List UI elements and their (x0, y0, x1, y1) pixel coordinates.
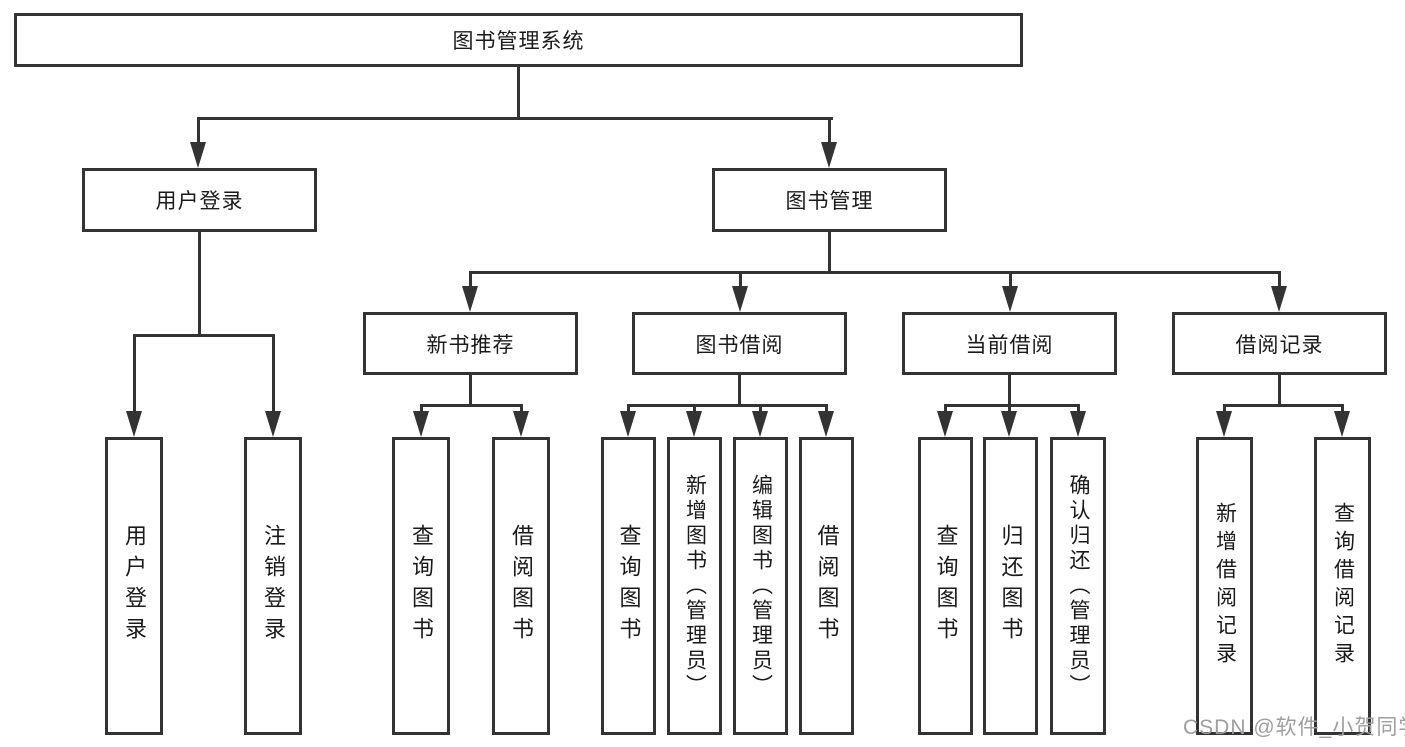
leaf-bb-add-book: 新增图书（管理员） (667, 437, 722, 735)
leaf-label: 新增图书（管理员） (683, 473, 707, 699)
arrow-down-icon (818, 411, 834, 437)
node-label: 图书管理系统 (452, 30, 585, 53)
leaf-br-query-record: 查询借阅记录 (1314, 437, 1371, 735)
connector-line (739, 271, 742, 289)
node-book-management: 图书管理 (712, 168, 947, 232)
arrow-down-icon (190, 142, 206, 168)
leaf-cb-confirm-return: 确认归还（管理员） (1050, 437, 1106, 735)
leaf-label: 归还图书 (998, 524, 1024, 648)
arrow-down-icon (1001, 411, 1017, 437)
leaf-bb-edit-book: 编辑图书（管理员） (733, 437, 788, 735)
node-label: 新书推荐 (426, 333, 515, 357)
leaf-label: 借阅图书 (509, 524, 534, 648)
connector-line (469, 374, 472, 407)
leaf-logout: 注销登录 (244, 437, 302, 735)
leaf-label: 查询借阅记录 (1331, 502, 1355, 670)
node-label: 用户登录 (155, 190, 244, 213)
arrow-down-icon (265, 411, 281, 437)
csdn-watermark: CSDN @软件_小贺同学 (1183, 716, 1405, 739)
leaf-bb-query-book: 查询图书 (601, 437, 656, 735)
connector-line (627, 404, 630, 414)
connector-line (828, 117, 831, 147)
connector-line (627, 404, 828, 407)
leaf-user-login: 用户登录 (105, 437, 163, 735)
connector-line (469, 271, 472, 289)
leaf-label: 查询图书 (409, 524, 434, 648)
leaf-label: 编辑图书（管理员） (749, 473, 773, 699)
leaf-label: 注销登录 (261, 524, 286, 648)
connector-line (1077, 404, 1080, 414)
leaf-nb-query-book: 查询图书 (392, 437, 450, 735)
arrow-down-icon (413, 411, 429, 437)
leaf-cb-query-book: 查询图书 (918, 437, 973, 735)
leaf-label: 查询图书 (933, 524, 959, 648)
leaf-cb-return-book: 归还图书 (983, 437, 1038, 735)
connector-line (944, 404, 947, 414)
arrow-down-icon (1002, 286, 1018, 312)
connector-line (1009, 271, 1012, 289)
connector-line (272, 334, 275, 414)
connector-line (825, 404, 828, 414)
connector-line (738, 374, 741, 407)
arrow-down-icon (1271, 286, 1287, 312)
leaf-br-add-record: 新增借阅记录 (1196, 437, 1253, 735)
connector-line (1278, 271, 1281, 289)
connector-line (420, 404, 523, 407)
connector-line (944, 404, 1080, 407)
leaf-label: 用户登录 (122, 524, 147, 648)
connector-line (517, 66, 520, 119)
arrow-down-icon (126, 411, 142, 437)
arrow-down-icon (686, 411, 702, 437)
connector-line (197, 117, 833, 120)
node-new-book-recommend: 新书推荐 (363, 312, 578, 375)
connector-line (469, 271, 1281, 274)
node-label: 借阅记录 (1235, 333, 1324, 357)
leaf-nb-borrow-book: 借阅图书 (492, 437, 550, 735)
arrow-down-icon (937, 411, 953, 437)
connector-line (420, 404, 423, 414)
node-label: 当前借阅 (965, 333, 1054, 357)
connector-line (1223, 404, 1344, 407)
leaf-label: 查询图书 (616, 524, 642, 648)
node-borrow-records: 借阅记录 (1172, 312, 1387, 375)
connector-line (759, 404, 762, 414)
connector-line (828, 231, 831, 274)
leaf-label: 新增借阅记录 (1213, 502, 1237, 670)
node-label: 图书借阅 (695, 333, 784, 357)
arrow-down-icon (1070, 411, 1086, 437)
arrow-down-icon (1334, 411, 1350, 437)
connector-line (1278, 374, 1281, 407)
arrow-down-icon (1216, 411, 1232, 437)
node-user-login: 用户登录 (82, 168, 317, 232)
connector-line (1341, 404, 1344, 414)
node-current-borrow: 当前借阅 (902, 312, 1117, 375)
connector-line (520, 404, 523, 414)
leaf-bb-borrow-book: 借阅图书 (799, 437, 854, 735)
node-book-borrow: 图书借阅 (632, 312, 847, 375)
arrow-down-icon (513, 411, 529, 437)
connector-line (133, 334, 275, 337)
connector-line (197, 117, 200, 147)
connector-line (133, 334, 136, 414)
leaf-label: 确认归还（管理员） (1067, 473, 1090, 699)
node-label: 图书管理 (785, 190, 874, 213)
arrow-down-icon (620, 411, 636, 437)
connector-line (1223, 404, 1226, 414)
connector-line (693, 404, 696, 414)
connector-line (198, 231, 201, 337)
arrow-down-icon (462, 286, 478, 312)
arrow-down-icon (752, 411, 768, 437)
leaf-label: 借阅图书 (814, 524, 840, 648)
arrow-down-icon (732, 286, 748, 312)
connector-line (1008, 374, 1011, 407)
node-library-management-system: 图书管理系统 (14, 13, 1023, 67)
arrow-down-icon (821, 142, 837, 168)
connector-line (1008, 404, 1011, 414)
